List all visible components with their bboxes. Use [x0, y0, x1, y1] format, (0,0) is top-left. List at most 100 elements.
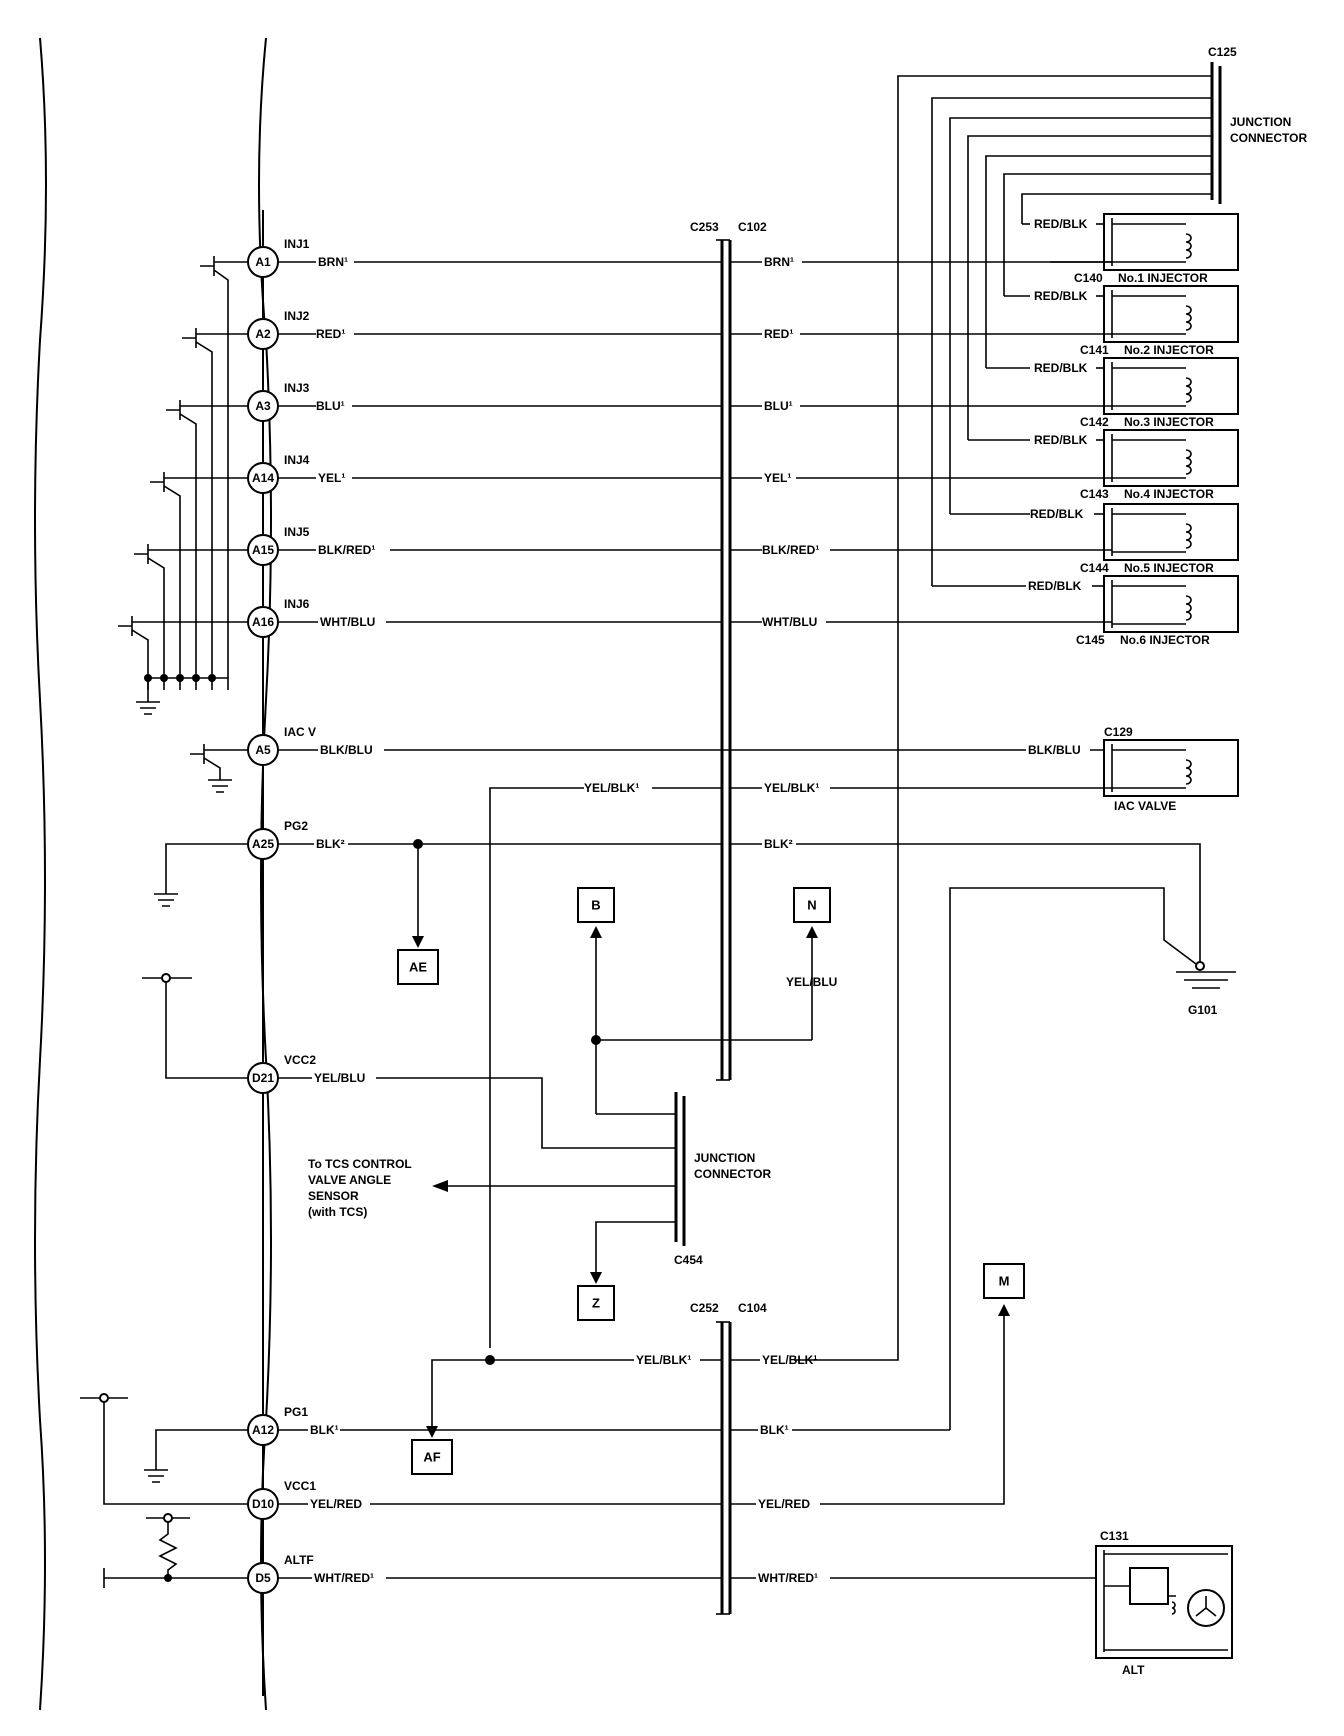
- junction-connector-c454: JUNCTION CONNECTOR C454: [432, 1092, 771, 1284]
- svg-text:M: M: [999, 1274, 1010, 1289]
- svg-text:BLU¹: BLU¹: [764, 399, 793, 413]
- ref-box-af: AF: [411, 1439, 453, 1475]
- svg-text:IAC VALVE: IAC VALVE: [1114, 799, 1176, 813]
- svg-text:INJ5: INJ5: [284, 525, 310, 539]
- pin-a5: A5 IAC V: [247, 725, 316, 766]
- svg-text:YEL/RED: YEL/RED: [310, 1497, 362, 1511]
- pin-a3: A3 INJ3: [247, 381, 310, 422]
- ref-box-z: Z: [577, 1285, 615, 1321]
- svg-text:WHT/RED¹: WHT/RED¹: [758, 1571, 818, 1585]
- svg-text:INJ2: INJ2: [284, 309, 310, 323]
- iac-valve: BLK/BLU BLK/BLU C129 IAC VALVE YEL/BLK¹ …: [276, 725, 1239, 1348]
- svg-text:No.1 INJECTOR: No.1 INJECTOR: [1118, 271, 1208, 285]
- pin-a25: A25 PG2: [247, 819, 308, 860]
- svg-text:A15: A15: [252, 543, 274, 557]
- pin-a1: A1 INJ1: [247, 237, 310, 278]
- svg-text:C131: C131: [1100, 1529, 1129, 1543]
- svg-text:D21: D21: [252, 1071, 274, 1085]
- svg-text:G101: G101: [1188, 1003, 1218, 1017]
- connector-c104-label: C104: [738, 1301, 767, 1315]
- svg-text:SENSOR: SENSOR: [308, 1189, 359, 1203]
- svg-text:RED/BLK: RED/BLK: [1034, 289, 1088, 303]
- junction-mid-line1: JUNCTION: [694, 1151, 755, 1165]
- svg-text:VALVE ANGLE: VALVE ANGLE: [308, 1173, 391, 1187]
- ref-box-n: N: [793, 887, 831, 923]
- inline-connector-lower: C252 C104: [690, 1301, 767, 1615]
- svg-text:AF: AF: [423, 1450, 440, 1465]
- svg-text:C144: C144: [1080, 561, 1109, 575]
- b-n-branch: YEL/BLU: [590, 926, 837, 1115]
- svg-text:VCC1: VCC1: [284, 1479, 316, 1493]
- svg-text:AE: AE: [409, 960, 427, 975]
- svg-text:BLK²: BLK²: [764, 837, 793, 851]
- svg-text:YEL¹: YEL¹: [764, 471, 791, 485]
- pg1-ground: [144, 1429, 248, 1483]
- svg-text:C142: C142: [1080, 415, 1109, 429]
- svg-text:BLK¹: BLK¹: [310, 1423, 339, 1437]
- svg-text:D10: D10: [252, 1497, 274, 1511]
- svg-text:IAC V: IAC V: [284, 725, 316, 739]
- svg-text:D5: D5: [255, 1571, 271, 1585]
- ecm-outline-left: [34, 37, 47, 1711]
- injector-driver-transistors: [118, 256, 248, 715]
- svg-text:YEL/BLK¹: YEL/BLK¹: [764, 781, 819, 795]
- connector-c252-label: C252: [690, 1301, 719, 1315]
- pg1-wire: BLK¹ BLK¹: [276, 1423, 950, 1437]
- svg-text:A12: A12: [252, 1423, 274, 1437]
- svg-text:BLK¹: BLK¹: [760, 1423, 789, 1437]
- svg-text:VCC2: VCC2: [284, 1053, 316, 1067]
- ecm-outline-right: [258, 37, 272, 1711]
- vcc2-ref: [142, 973, 248, 1079]
- ref-box-b: B: [577, 887, 615, 923]
- injector-no5: RED/BLK C144 No.5 INJECTOR: [950, 503, 1239, 575]
- svg-text:YEL/BLU: YEL/BLU: [786, 975, 837, 989]
- svg-text:RED/BLK: RED/BLK: [1034, 361, 1088, 375]
- svg-text:WHT/BLU: WHT/BLU: [320, 615, 375, 629]
- svg-text:No.4 INJECTOR: No.4 INJECTOR: [1124, 487, 1214, 501]
- lower-yel-blk-wire: YEL/BLK¹ YEL/BLK¹: [426, 1353, 817, 1438]
- pin-a14: A14 INJ4: [247, 453, 310, 494]
- svg-text:A14: A14: [252, 471, 274, 485]
- svg-text:YEL/BLK¹: YEL/BLK¹: [636, 1353, 691, 1367]
- ref-box-m: M: [983, 1263, 1025, 1299]
- svg-text:PG2: PG2: [284, 819, 308, 833]
- svg-text:B: B: [591, 898, 600, 913]
- svg-text:RED/BLK: RED/BLK: [1028, 579, 1082, 593]
- svg-text:INJ4: INJ4: [284, 453, 310, 467]
- pin-d21: D21 VCC2: [247, 1053, 316, 1094]
- vcc2-wire: YEL/BLU: [276, 1071, 676, 1149]
- svg-text:RED/BLK: RED/BLK: [1034, 433, 1088, 447]
- pin-a2: A2 INJ2: [247, 309, 310, 350]
- iac-driver-transistor: [190, 744, 248, 793]
- pin-a12: A12 PG1: [247, 1405, 308, 1446]
- connector-c253-label: C253: [690, 220, 719, 234]
- svg-text:ALTF: ALTF: [284, 1553, 314, 1567]
- svg-text:WHT/BLU: WHT/BLU: [762, 615, 817, 629]
- junction-mid-line2: CONNECTOR: [694, 1167, 771, 1181]
- svg-text:RED/BLK: RED/BLK: [1030, 507, 1084, 521]
- svg-text:N: N: [807, 898, 816, 913]
- svg-text:YEL/RED: YEL/RED: [758, 1497, 810, 1511]
- svg-text:YEL/BLK¹: YEL/BLK¹: [762, 1353, 817, 1367]
- junction-connector-c125: C125 JUNCTION CONNECTOR: [794, 45, 1307, 1361]
- pg2-ground: [154, 843, 248, 907]
- svg-text:No.5 INJECTOR: No.5 INJECTOR: [1124, 561, 1214, 575]
- svg-text:YEL/BLU: YEL/BLU: [314, 1071, 365, 1085]
- vcc1-ref: [80, 1393, 248, 1505]
- svg-text:RED¹: RED¹: [316, 327, 345, 341]
- ref-box-ae: AE: [397, 949, 439, 985]
- injector-signal-wires: BRN¹ BRN¹ RED¹ RED¹ BLU¹ BLU¹ YEL¹ YEL¹ …: [276, 255, 1112, 629]
- svg-text:A1: A1: [255, 255, 271, 269]
- injector-no1: RED/BLK C140 No.1 INJECTOR: [1022, 213, 1239, 285]
- svg-text:No.2 INJECTOR: No.2 INJECTOR: [1124, 343, 1214, 357]
- pin-a16: A16 INJ6: [247, 597, 310, 638]
- svg-text:BLU¹: BLU¹: [316, 399, 345, 413]
- svg-text:YEL/BLK¹: YEL/BLK¹: [584, 781, 639, 795]
- connector-c102-label: C102: [738, 220, 767, 234]
- svg-text:C145: C145: [1076, 633, 1105, 647]
- svg-text:WHT/RED¹: WHT/RED¹: [314, 1571, 374, 1585]
- injector-no4: RED/BLK C143 No.4 INJECTOR: [968, 429, 1239, 501]
- vcc1-wire: YEL/RED YEL/RED: [276, 1304, 1010, 1511]
- svg-text:Z: Z: [592, 1296, 600, 1311]
- injector-no6: RED/BLK C145 No.6 INJECTOR: [932, 575, 1239, 647]
